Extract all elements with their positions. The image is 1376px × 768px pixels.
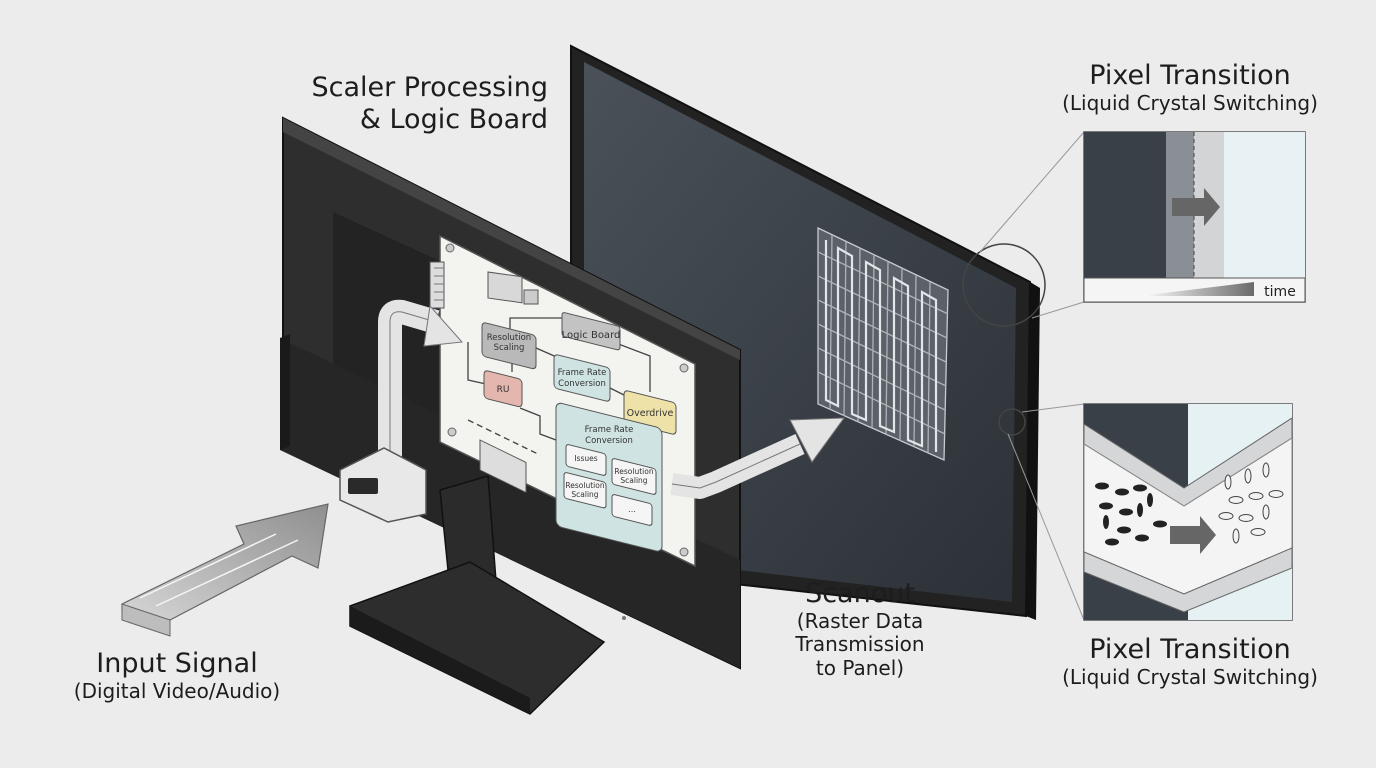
pixel-transition-zoom-top: time bbox=[1083, 131, 1306, 303]
box-ru: RU bbox=[497, 385, 510, 395]
input-signal-arrow bbox=[121, 503, 329, 637]
svg-text:Scaling: Scaling bbox=[494, 343, 525, 353]
scanout-label: Scanout (Raster Data Transmission to Pan… bbox=[795, 578, 925, 681]
raster-scan-grid bbox=[817, 226, 949, 461]
pixel-transition-bottom-label: Pixel Transition (Liquid Crystal Switchi… bbox=[1062, 634, 1318, 689]
pixel-transition-zoom-bottom bbox=[1083, 403, 1293, 621]
zoom-circle-bottom bbox=[998, 408, 1026, 436]
box-resolution-scaling-2: Resolution bbox=[614, 467, 653, 476]
box-logic-board: Logic Board bbox=[562, 330, 621, 341]
logic-board: Logic Board Resolution Scaling Frame Rat… bbox=[429, 234, 696, 568]
box-frame-rate-conversion-2: Frame Rate bbox=[585, 425, 634, 435]
svg-text:Conversion: Conversion bbox=[585, 436, 633, 446]
box-issues: Issues bbox=[574, 454, 597, 463]
zoom-circle-top bbox=[962, 243, 1046, 327]
svg-text:Scaling: Scaling bbox=[620, 476, 647, 485]
signal-flow-arrow bbox=[339, 299, 464, 523]
box-resolution-scaling-3: Resolution bbox=[565, 481, 604, 490]
box-ellipsis: ... bbox=[628, 505, 636, 514]
scaler-label: Scaler Processing & Logic Board bbox=[311, 72, 548, 135]
time-label: time bbox=[1264, 284, 1296, 300]
transition-arrow-top bbox=[1172, 188, 1220, 226]
box-overdrive: Overdrive bbox=[627, 408, 674, 419]
hdmi-connector bbox=[339, 447, 427, 523]
svg-text:Scaling: Scaling bbox=[571, 490, 598, 499]
svg-text:Conversion: Conversion bbox=[558, 379, 606, 389]
box-frame-rate-conversion-1: Frame Rate bbox=[558, 368, 607, 378]
box-resolution-scaling-1: Resolution bbox=[487, 333, 531, 343]
input-signal-label: Input Signal (Digital Video/Audio) bbox=[73, 648, 281, 703]
pixel-transition-top-label: Pixel Transition (Liquid Crystal Switchi… bbox=[1062, 60, 1318, 115]
scanout-arrow bbox=[670, 417, 846, 499]
transition-arrow-bottom bbox=[1170, 516, 1216, 554]
